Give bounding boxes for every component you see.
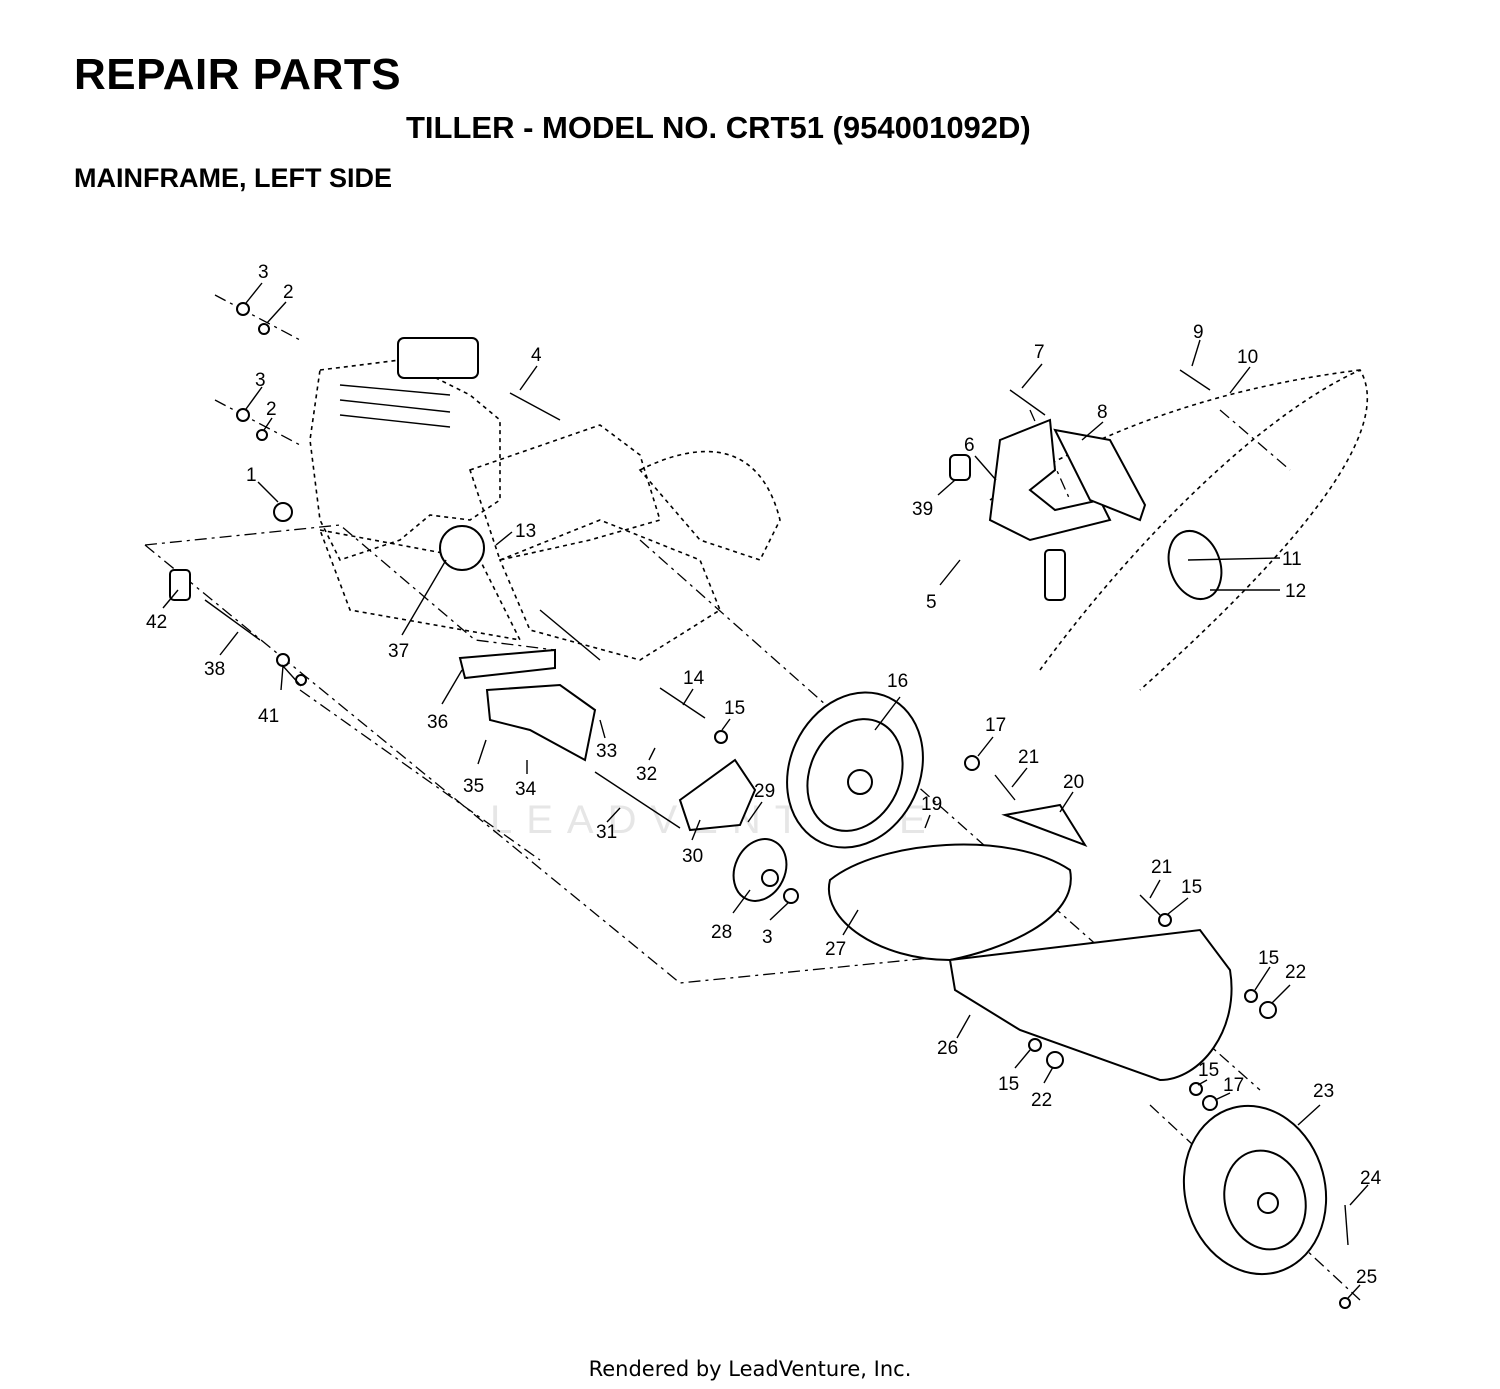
idler-arm xyxy=(678,758,757,832)
callout-c23: 23 xyxy=(1313,1081,1334,1102)
engine-outline xyxy=(309,337,522,642)
callout-c17a: 17 xyxy=(985,715,1006,736)
skid-bracket xyxy=(458,648,597,762)
render-credit: Rendered by LeadVenture, Inc. xyxy=(588,1357,912,1381)
callout-c8: 8 xyxy=(1097,402,1108,423)
callout-c41: 41 xyxy=(258,706,279,727)
callout-c11: 11 xyxy=(1282,549,1302,570)
callout-c24: 24 xyxy=(1360,1168,1382,1189)
drive-belt xyxy=(827,843,1072,962)
idler-pulley xyxy=(732,838,788,902)
callout-c31: 31 xyxy=(596,822,617,843)
depth-bracket xyxy=(949,418,1223,601)
callout-c36: 36 xyxy=(427,712,448,733)
callout-c16: 16 xyxy=(887,671,908,692)
leader-lines xyxy=(162,282,1369,1299)
callout-c2a: 2 xyxy=(283,282,294,303)
callout-c2b: 2 xyxy=(266,399,277,420)
callout-c7: 7 xyxy=(1034,342,1045,363)
callout-c27: 27 xyxy=(825,939,846,960)
callout-c3b: 3 xyxy=(255,370,266,391)
callout-c32: 32 xyxy=(636,764,657,785)
section-heading: MAINFRAME, LEFT SIDE xyxy=(74,163,392,193)
callout-c15e: 15 xyxy=(1198,1060,1219,1081)
callout-c5: 5 xyxy=(926,592,937,613)
callout-c15b: 15 xyxy=(1181,877,1202,898)
callout-c25: 25 xyxy=(1356,1267,1377,1288)
wheel xyxy=(1182,1104,1328,1276)
callout-c29: 29 xyxy=(754,781,775,802)
callout-c39: 39 xyxy=(912,499,933,520)
callout-c15c: 15 xyxy=(1258,948,1279,969)
fasteners xyxy=(169,369,1349,1246)
belt-cover xyxy=(948,928,1233,1082)
callout-c15d: 15 xyxy=(998,1074,1019,1095)
page-title: REPAIR PARTS xyxy=(74,50,402,99)
callout-c13: 13 xyxy=(515,521,536,542)
callout-c38: 38 xyxy=(204,659,225,680)
callout-c35: 35 xyxy=(463,776,484,797)
callout-c10: 10 xyxy=(1237,347,1258,368)
callout-c20: 20 xyxy=(1063,772,1084,793)
callout-c34: 34 xyxy=(515,779,537,800)
exploded-parts-diagram: LEADVENTURE xyxy=(144,262,1382,1309)
callout-c37: 37 xyxy=(388,641,409,662)
frame-outline xyxy=(468,368,1369,691)
callout-c42: 42 xyxy=(146,612,167,633)
callout-c9: 9 xyxy=(1193,322,1204,343)
washers xyxy=(236,302,1351,1309)
callout-c33: 33 xyxy=(596,741,617,762)
callout-c3c: 3 xyxy=(762,927,773,948)
callout-c4: 4 xyxy=(531,345,542,366)
callout-c21a: 21 xyxy=(1018,747,1039,768)
callout-c22a: 22 xyxy=(1285,962,1306,983)
callout-c1: 1 xyxy=(246,465,257,486)
drive-pulley xyxy=(786,691,924,849)
callout-c26: 26 xyxy=(937,1038,958,1059)
callout-c6: 6 xyxy=(964,435,975,456)
callout-c19: 19 xyxy=(921,794,942,815)
callout-c28: 28 xyxy=(711,922,732,943)
callout-c17b: 17 xyxy=(1223,1075,1244,1096)
callout-c21b: 21 xyxy=(1151,857,1172,878)
model-subtitle: TILLER - MODEL NO. CRT51 (954001092D) xyxy=(406,110,1031,145)
callout-c14: 14 xyxy=(683,668,705,689)
callout-c22b: 22 xyxy=(1031,1090,1052,1111)
callout-c3a: 3 xyxy=(258,262,269,283)
callout-c30: 30 xyxy=(682,846,703,867)
callout-c12: 12 xyxy=(1285,581,1306,602)
callout-c15a: 15 xyxy=(724,698,745,719)
